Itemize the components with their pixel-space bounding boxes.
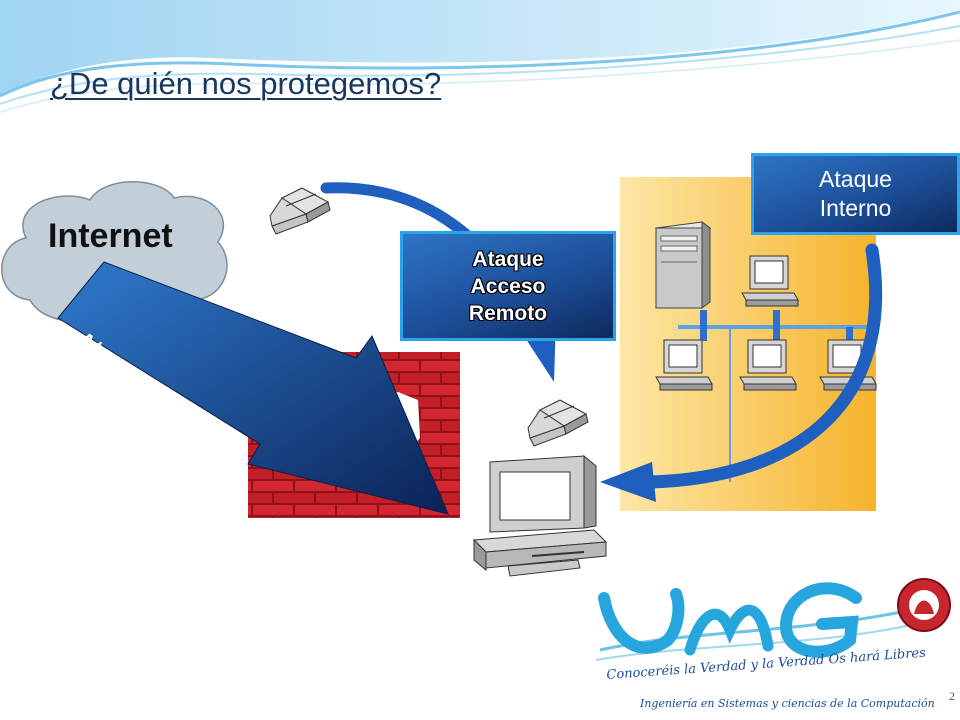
internal-attack-label-line-1: Ataque — [819, 166, 892, 192]
remote-attack-label-line-1: Ataque — [472, 247, 544, 271]
workstation-icon — [741, 255, 799, 307]
internal-attack-arrow — [600, 243, 883, 502]
page-number: 2 — [949, 689, 955, 703]
faculty-subtitle: Ingeniería en Sistemas y ciencias de la … — [640, 697, 935, 710]
workstation-icon — [655, 339, 713, 391]
server-tower-icon — [654, 221, 712, 309]
remote-attack-label-line-3: Remoto — [468, 301, 548, 325]
external-attack-arrow — [57, 261, 449, 515]
remote-attack-label-line-2: Acceso — [470, 274, 546, 298]
workstation-icon — [739, 339, 797, 391]
umg-logo — [595, 578, 951, 661]
internal-attack-label-line-2: Interno — [819, 195, 892, 221]
header-wave-decoration — [0, 0, 960, 113]
internet-label: Internet — [48, 217, 173, 255]
telephone-icon — [269, 187, 331, 235]
internal-attack-box: Ataque Interno — [751, 153, 960, 235]
remote-access-attack-box: Ataque Acceso Remoto — [400, 231, 616, 341]
target-computer-icon — [472, 454, 608, 577]
slide-title: ¿De quién nos protegemos? — [50, 66, 442, 101]
telephone-icon — [527, 399, 589, 447]
lan-cabling — [678, 310, 876, 482]
